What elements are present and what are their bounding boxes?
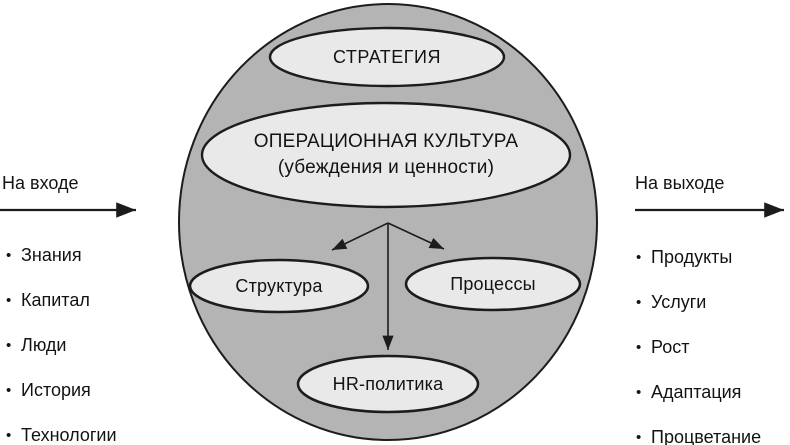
output-list: • Продукты • Услуги • Рост • Адаптация •… (632, 235, 761, 445)
arrow-culture-to-processes (387, 222, 445, 250)
input-item-label: История (21, 380, 91, 400)
processes-label: Процессы (450, 274, 536, 294)
bullet-icon: • (6, 337, 12, 354)
bullet-icon: • (6, 427, 12, 444)
output-item-label: Процветание (651, 427, 762, 445)
output-item-label: Адаптация (651, 382, 742, 402)
output-item-label: Услуги (651, 292, 707, 312)
culture-label: ОПЕРАЦИОННАЯ КУЛЬТУРА (убеждения и ценно… (206, 129, 566, 181)
input-item: • Капитал (2, 278, 117, 323)
input-item: • Технологии (2, 413, 117, 445)
output-item: • Процветание (632, 415, 761, 445)
bullet-icon: • (636, 429, 642, 445)
input-item-label: Люди (21, 335, 67, 355)
bullet-icon: • (636, 384, 642, 401)
input-panel-title: На входе (2, 173, 79, 193)
input-item-label: Знания (21, 245, 82, 265)
output-item: • Услуги (632, 280, 761, 325)
bullet-icon: • (6, 382, 12, 399)
hr-policy-label: HR-политика (332, 374, 444, 394)
bullet-icon: • (6, 292, 12, 309)
strategy-label: СТРАТЕГИЯ (333, 47, 441, 67)
output-item-label: Рост (651, 337, 690, 357)
processes-ellipse (404, 256, 582, 312)
structure-label: Структура (235, 276, 323, 296)
culture-ellipse (200, 101, 572, 209)
structure-ellipse (188, 258, 370, 314)
bullet-icon: • (636, 339, 642, 356)
output-panel-title: На выходе (635, 173, 725, 193)
arrow-culture-to-structure (331, 222, 389, 251)
bullet-icon: • (6, 247, 12, 264)
culture-label-line1: ОПЕРАЦИОННАЯ КУЛЬТУРА (253, 131, 519, 152)
output-item: • Продукты (632, 235, 761, 280)
input-list: • Знания • Капитал • Люди • История • Те… (2, 233, 117, 445)
output-item: • Адаптация (632, 370, 761, 415)
input-item-label: Капитал (21, 290, 90, 310)
output-item-label: Продукты (651, 247, 733, 267)
output-item: • Рост (632, 325, 761, 370)
input-item: • История (2, 368, 117, 413)
strategy-ellipse (268, 26, 506, 88)
input-item: • Знания (2, 233, 117, 278)
hr-policy-ellipse (296, 354, 480, 414)
bullet-icon: • (636, 294, 642, 311)
input-item-label: Технологии (21, 425, 117, 445)
bullet-icon: • (636, 249, 642, 266)
culture-label-line2: (убеждения и ценности) (277, 157, 495, 178)
input-item: • Люди (2, 323, 117, 368)
